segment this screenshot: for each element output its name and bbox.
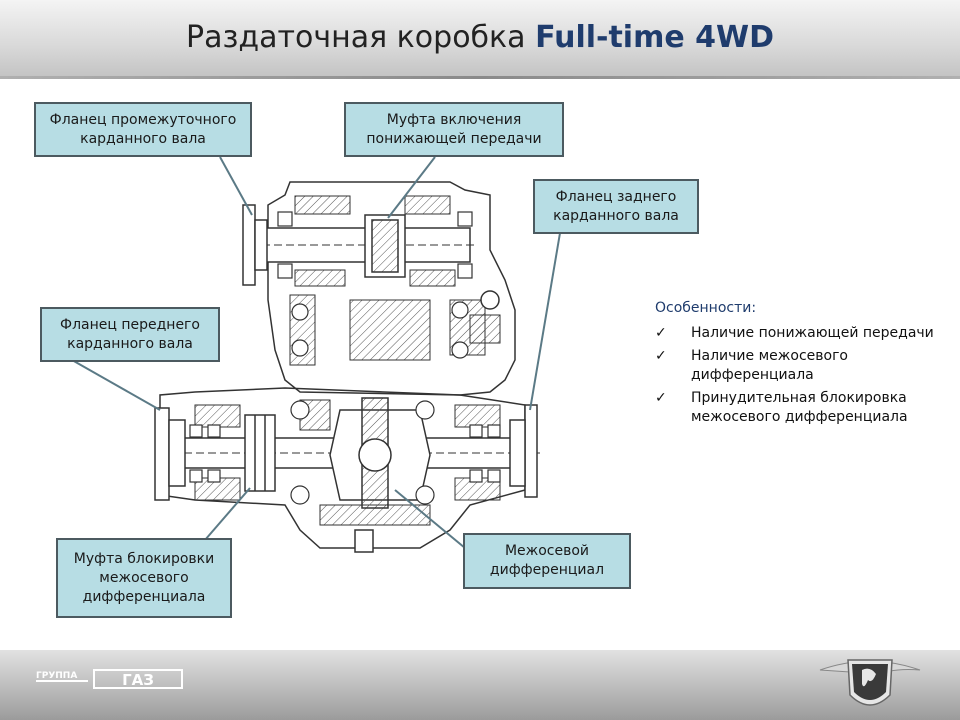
diff-lock-clutch-shape xyxy=(244,414,276,492)
features-panel: Особенности: ✓ Наличие понижающей переда… xyxy=(655,300,945,431)
callout-intermediate-flange: Фланец промежуточного карданного вала xyxy=(34,102,252,157)
feature-text: Наличие межосевого дифференциала xyxy=(691,348,848,383)
features-heading: Особенности: xyxy=(655,300,757,316)
feature-text: Наличие понижающей передачи xyxy=(691,325,934,341)
callout-rear-flange: Фланец заднего карданного вала xyxy=(533,179,699,234)
header-divider xyxy=(0,76,960,79)
lower-sections xyxy=(194,399,501,526)
feature-item: ✓ Наличие понижающей передачи xyxy=(655,324,945,343)
feature-item: ✓ Наличие межосевого дифференциала xyxy=(655,347,945,385)
feature-text: Принудительная блокировка межосевого диф… xyxy=(691,390,908,425)
gaz-emblem-icon xyxy=(819,659,921,706)
callout-diff-lock-clutch: Муфта блокировки межосевого дифференциал… xyxy=(56,538,232,618)
gaz-group-logo: ГРУППА ГАЗ xyxy=(36,669,183,689)
front-flange-shape xyxy=(154,407,186,501)
upper-sections xyxy=(289,195,486,366)
upper-bearings xyxy=(277,211,473,359)
group-label: ГРУППА xyxy=(36,671,77,681)
footer-bar xyxy=(0,650,960,720)
housing-outline xyxy=(159,181,526,549)
title-prefix: Раздаточная коробка xyxy=(185,20,536,55)
check-icon: ✓ xyxy=(655,325,667,341)
upper-shaft xyxy=(249,214,475,278)
intermediate-flange-shape xyxy=(242,204,268,286)
callout-center-diff: Межосевой дифференциал xyxy=(463,533,631,589)
transfer-case-drawing xyxy=(71,156,561,553)
center-diff-shape xyxy=(329,397,431,509)
check-icon: ✓ xyxy=(655,390,667,406)
title-accent: Full-time 4WD xyxy=(535,20,775,55)
check-icon: ✓ xyxy=(655,348,667,364)
slide-title: Раздаточная коробка Full-time 4WD xyxy=(0,20,960,55)
callout-front-flange: Фланец переднего карданного вала xyxy=(40,307,220,362)
lower-bearings xyxy=(189,400,501,505)
leader-lines xyxy=(71,156,561,549)
callout-low-gear-clutch: Муфта включения понижающей передачи xyxy=(344,102,564,157)
feature-item: ✓ Принудительная блокировка межосевого д… xyxy=(655,389,945,427)
brand-label: ГАЗ xyxy=(122,671,154,689)
rear-flange-shape xyxy=(509,404,538,498)
header-bar xyxy=(0,0,960,76)
